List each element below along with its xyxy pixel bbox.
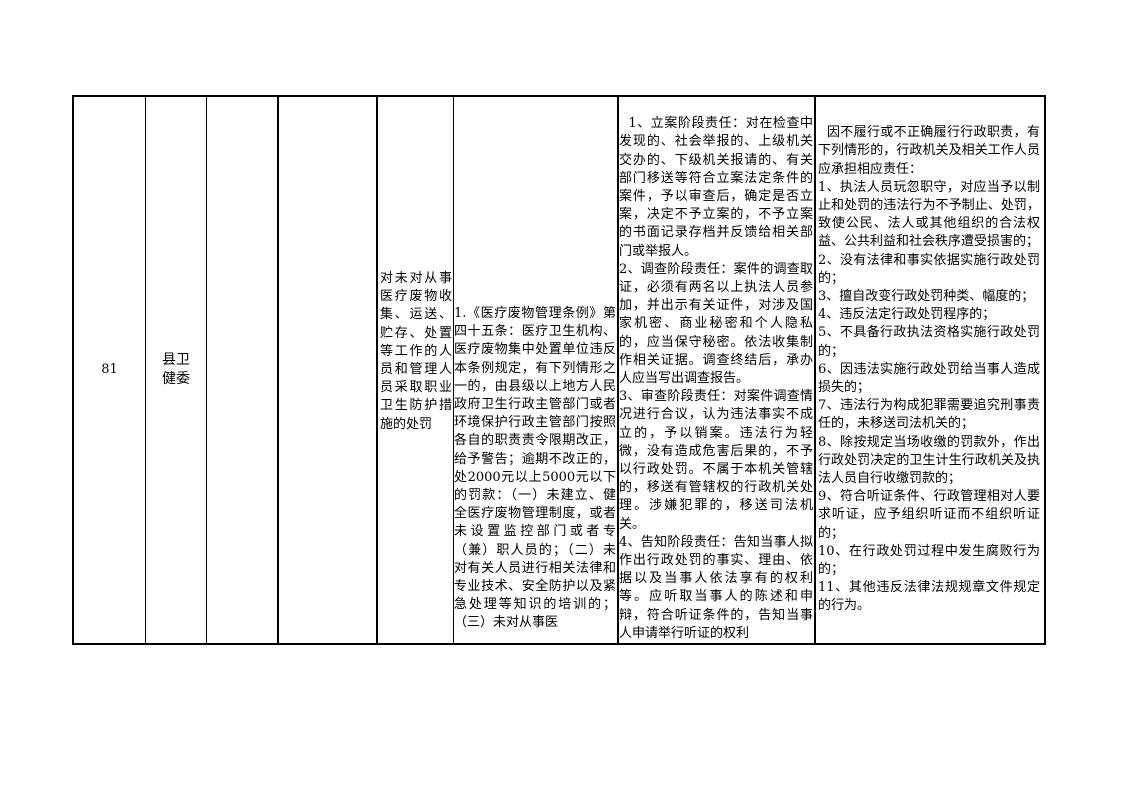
col-divider-6: [453, 95, 454, 645]
accountability-cell: 因不履行或不正确履行行政职责，有下列情形的，行政机关及相关工作人员应承担相应责任…: [818, 106, 1040, 643]
col-divider-3: [206, 95, 207, 645]
col-divider-2: [145, 95, 146, 645]
legal-basis-cell: 1.《医疗废物管理条例》第四十五条：医疗卫生机构、医疗废物集中处置单位违反本条例…: [454, 305, 616, 643]
row-number: 81: [101, 361, 118, 377]
col-divider-9: [1044, 95, 1046, 645]
legal-basis-text: 1.《医疗废物管理条例》第四十五条：医疗卫生机构、医疗废物集中处置单位违反本条例…: [454, 306, 616, 631]
table-border-bottom: [72, 643, 1046, 645]
col-divider-4: [277, 95, 279, 645]
row-number-cell: 81: [74, 97, 145, 643]
department-cell: 县卫健委: [160, 97, 192, 643]
table-border-top: [72, 95, 1046, 97]
col-divider-1: [72, 95, 74, 645]
item-name-cell: 对未对从事医疗废物收集、运送、贮存、处置等工作的人员和管理人员采取职业卫生防护措…: [380, 270, 452, 480]
responsibilities-cell: 1、立案阶段责任：对在检查中发现的、社会举报的、上级机关交办的、下级机关报请的、…: [619, 97, 813, 643]
col-divider-8: [814, 95, 816, 645]
item-name: 对未对从事医疗废物收集、运送、贮存、处置等工作的人员和管理人员采取职业卫生防护措…: [380, 271, 452, 432]
department-name: 县卫健委: [162, 352, 190, 387]
accountability-text: 因不履行或不正确履行行政职责，有下列情形的，行政机关及相关工作人员应承担相应责任…: [818, 125, 1040, 614]
col-divider-7: [617, 95, 619, 645]
responsibilities-text: 1、立案阶段责任：对在检查中发现的、社会举报的、上级机关交办的、下级机关报请的、…: [619, 116, 813, 641]
col-divider-5: [376, 95, 378, 645]
